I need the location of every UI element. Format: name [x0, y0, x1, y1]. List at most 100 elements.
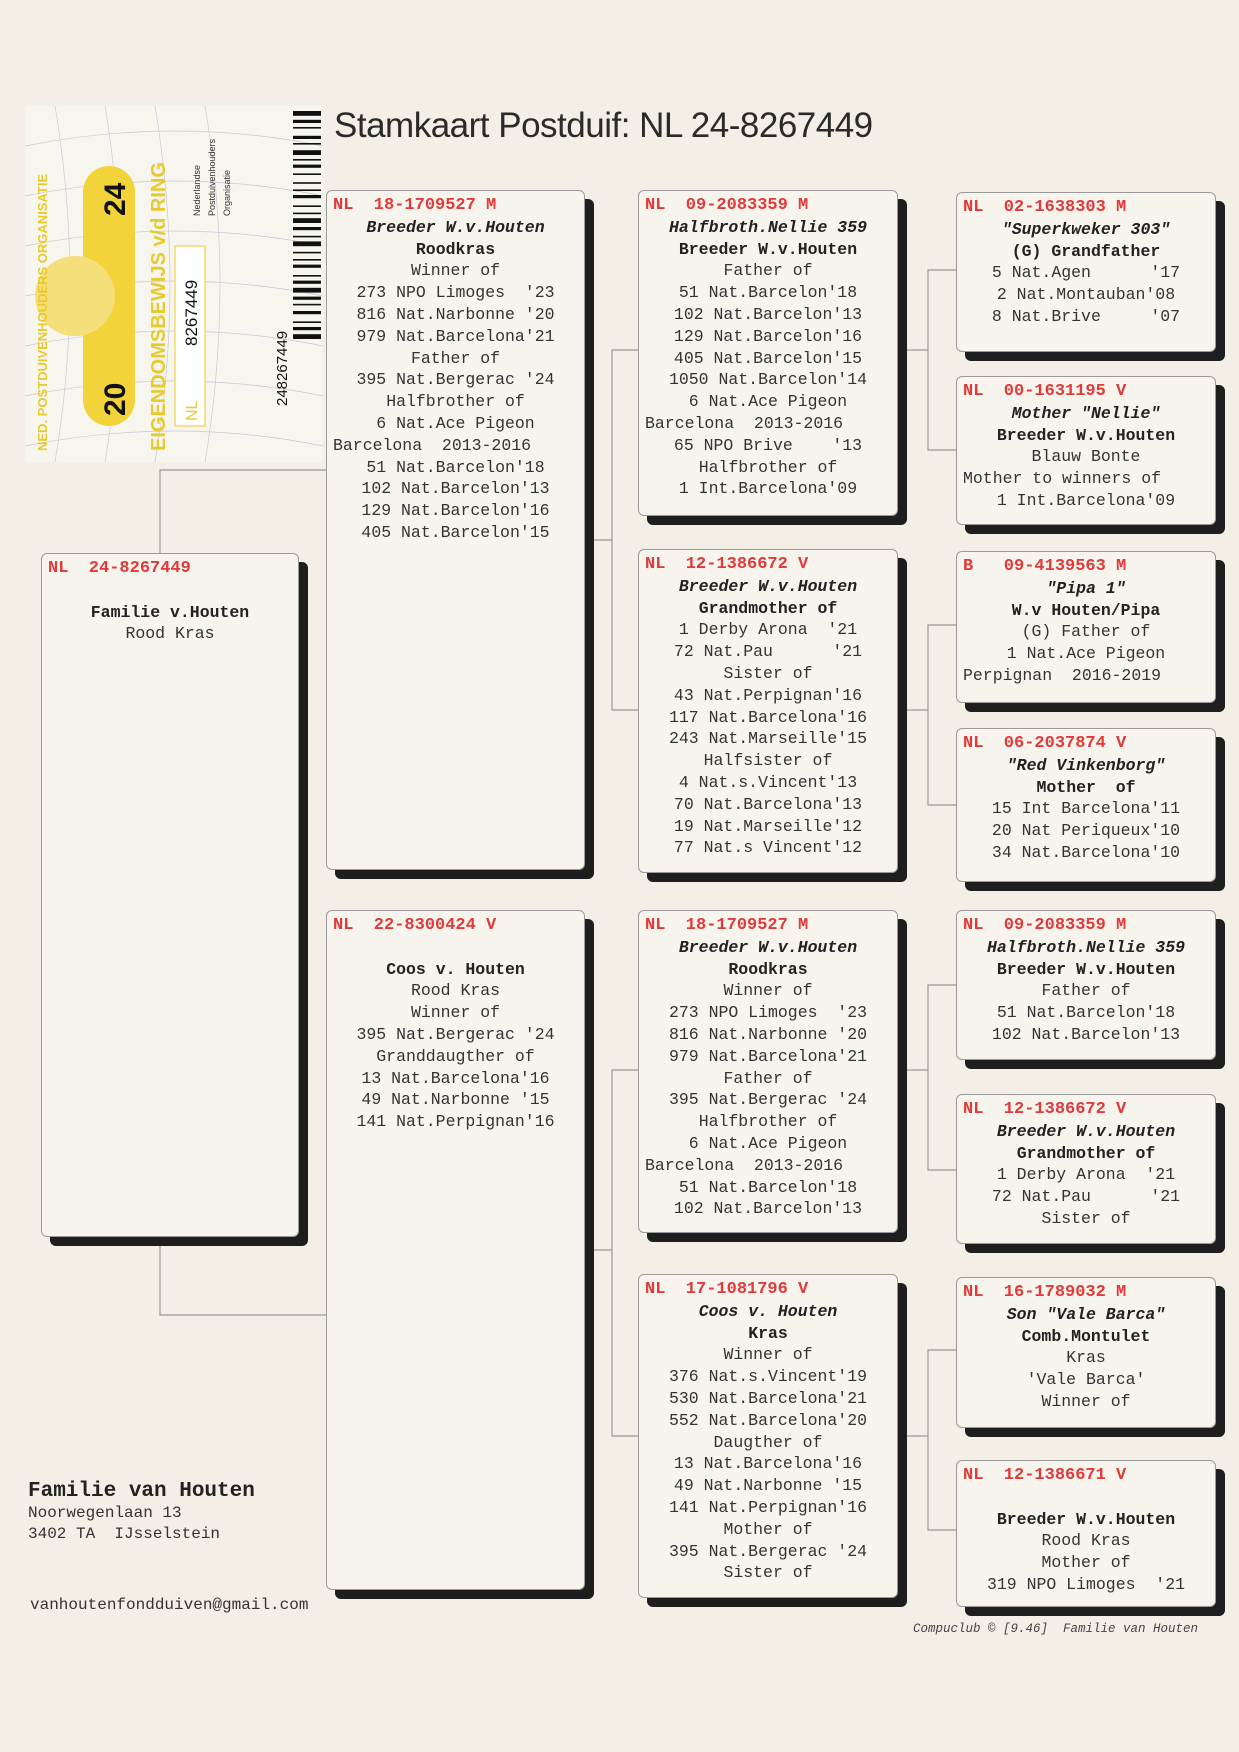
pigeon-title-line: Roodkras [415, 239, 496, 259]
owner-email: vanhoutenfondduiven@gmail.com [30, 1596, 309, 1614]
achievement-line: Winner of [723, 981, 813, 1001]
achievement-line: 552 Nat.Barcelona'20 [668, 1410, 868, 1430]
achievement-line: Halfbrother of [386, 392, 525, 412]
barcode-bar [293, 159, 321, 161]
achievement-line: 51 Nat.Barcelon'18 [996, 1003, 1176, 1023]
ring-card-number: 8267449 [182, 280, 201, 346]
ring-number: NL 06-2037874 V [963, 734, 1127, 753]
achievement-line: 117 Nat.Barcelona'16 [668, 707, 868, 727]
achievement-line: Rood Kras [410, 981, 501, 1001]
achievement-line: 1 Int.Barcelona'09 [996, 490, 1176, 510]
barcode-bar [293, 173, 321, 175]
ring-ownership-card: 20 24 NED. POSTDUIVENHOUDERS ORGANISATIE… [25, 106, 323, 462]
ring-card-npo-p: Postduivenhouders [207, 138, 217, 216]
pigeon-name-line: Son "Vale Barca" [1006, 1304, 1166, 1324]
achievement-line: Father of [1041, 981, 1131, 1001]
achievement-line: 395 Nat.Bergerac '24 [356, 370, 555, 390]
achievement-line: 102 Nat.Barcelon'13 [673, 1199, 863, 1219]
barcode-bar [293, 111, 321, 116]
achievement-line: Winner of [410, 261, 501, 281]
achievement-line: Blauw Bonte [1031, 447, 1141, 467]
achievement-line: 1050 Nat.Barcelon'14 [668, 370, 868, 390]
ring-number: NL 24-8267449 [48, 559, 191, 578]
pigeon-name-line: Breeder W.v.Houten [996, 1121, 1176, 1141]
pigeon-title-line: Grandmother of [1016, 1143, 1156, 1163]
ring-card-graphic: 20 24 NED. POSTDUIVENHOUDERS ORGANISATIE… [25, 106, 323, 462]
pigeon-title-line: (G) Grandfather [1011, 241, 1161, 261]
barcode-bar [293, 264, 321, 268]
ring-card-npo-n: Nederlandse [192, 165, 202, 216]
achievement-line: 129 Nat.Barcelon'16 [673, 326, 863, 346]
achievement-line: 1 Nat.Ace Pigeon [1006, 644, 1166, 664]
barcode-bar [293, 212, 321, 215]
page-title: Stamkaart Postduif: NL 24-8267449 [334, 106, 873, 145]
achievement-line: 816 Nat.Narbonne '20 [356, 304, 555, 324]
achievement-line: Father of [723, 261, 813, 281]
achievement-line: Halfsister of [703, 751, 833, 771]
pigeon-name-line: Coos v. Houten [698, 1301, 838, 1321]
ring-number: NL 09-2083359 M [963, 916, 1127, 935]
achievement-line: Sister of [723, 1563, 813, 1583]
achievement-line [333, 937, 578, 959]
barcode-bar [293, 164, 321, 168]
achievement-line: 102 Nat.Barcelon'13 [361, 479, 550, 499]
pigeon-title-line: Breeder W.v.Houten [678, 239, 858, 259]
achievement-line: Granddaugther of [376, 1046, 535, 1066]
pigeon-title-line: Grandmother of [698, 598, 838, 618]
achievement-line: 13 Nat.Barcelona'16 [673, 1454, 863, 1474]
barcode-bar [293, 135, 321, 139]
achievement-line: 273 NPO Limoges '23 [668, 1003, 868, 1023]
pigeon-name-line: Halfbroth.Nellie 359 [986, 937, 1186, 957]
barcode-bar [293, 189, 321, 191]
achievement-line: 102 Nat.Barcelon'13 [673, 304, 863, 324]
owner-city: 3402 TA IJsselstein [28, 1525, 221, 1543]
ring-number: NL 00-1631195 V [963, 382, 1127, 401]
great-grandparent-card: B 09-4139563 M"Pipa 1"W.v Houten/Pipa(G)… [956, 551, 1216, 703]
barcode-bar [293, 143, 321, 145]
achievement-line: 1 Int.Barcelona'09 [678, 479, 858, 499]
achievement-line: 141 Nat.Perpignan'16 [668, 1497, 868, 1517]
pigeon-title-line: Roodkras [728, 959, 808, 979]
pigeon-name-line: "Red Vinkenborg" [1006, 755, 1166, 775]
achievement-line: 34 Nat.Barcelona'10 [991, 842, 1181, 862]
pigeon-name-line: "Pipa 1" [1046, 578, 1126, 598]
barcode-bar [293, 275, 321, 277]
pigeon-title-line: Coos v. Houten [386, 959, 525, 979]
achievement-line: 5 Nat.Agen '17 [991, 263, 1181, 283]
achievement-line: Rood Kras [1041, 1531, 1131, 1551]
achievement-line: Mother to winners of [963, 469, 1162, 489]
software-footer: Compuclub © [9.46] Familie van Houten [913, 1622, 1199, 1636]
achievement-line: 6 Nat.Ace Pigeon [688, 1133, 848, 1153]
achievement-line: 70 Nat.Barcelona'13 [673, 794, 863, 814]
achievement-line: 51 Nat.Barcelon'18 [366, 457, 545, 477]
pigeon-name-line: Halfbroth.Nellie 359 [668, 217, 868, 237]
ring-card-country: NL [184, 400, 201, 421]
barcode-bar [293, 227, 321, 231]
achievement-line: 395 Nat.Bergerac '24 [356, 1024, 555, 1044]
ring-number: NL 18-1709527 M [333, 196, 497, 215]
barcode-bar [293, 119, 321, 123]
pigeon-title-line: Breeder W.v.Houten [996, 1509, 1176, 1529]
achievement-line: 6 Nat.Ace Pigeon [376, 413, 535, 433]
achievement-line: (G) Father of [1021, 622, 1151, 642]
achievement-line: 1 Derby Arona '21 [996, 1165, 1176, 1185]
ring-number: NL 12-1386671 V [963, 1466, 1127, 1485]
barcode-bar [293, 150, 321, 155]
owner-name: Familie van Houten [28, 1480, 255, 1503]
barcode-bar [293, 127, 321, 129]
ring-number: NL 09-2083359 M [645, 196, 809, 215]
achievement-line: 77 Nat.s Vincent'12 [673, 838, 863, 858]
achievement-line: 8 Nat.Brive '07 [991, 306, 1181, 326]
achievement-line: Daugther of [713, 1432, 823, 1452]
achievement-line: 72 Nat.Pau '21 [673, 642, 863, 662]
barcode-bar [293, 241, 321, 247]
ring-number: NL 18-1709527 M [645, 916, 809, 935]
achievement-line: Father of [723, 1068, 813, 1088]
achievement-line: Winner of [410, 1003, 501, 1023]
ring-card-npo-o: Organisatie [222, 170, 232, 216]
